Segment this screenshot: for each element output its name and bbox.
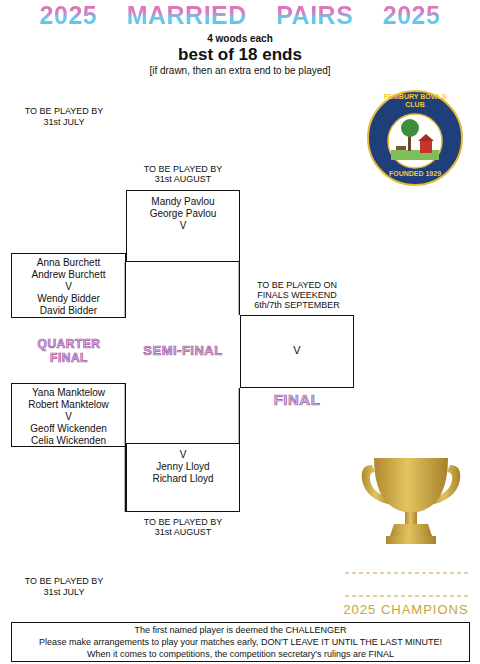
logo-name: PEMBURY BOWLS CLUB — [383, 93, 447, 109]
date-note: TO BE PLAYED BY 31st JULY — [22, 106, 106, 128]
quarter-final-box: Yana ManktelowRobert ManktelowVGeoff Wic… — [11, 383, 126, 447]
club-logo — [368, 91, 462, 185]
format-heading: best of 18 ends — [0, 45, 480, 64]
date-heading: TO BE PLAYED ON FINALS WEEKEND 6th/7th S… — [247, 280, 347, 310]
date-note: TO BE PLAYED BY 31st JULY — [22, 576, 106, 598]
rule-note: Please make arrangements to play your ma… — [12, 636, 469, 648]
format-rule: [if drawn, then an extra end to be playe… — [0, 65, 480, 77]
player-name: Anna Burchett — [12, 257, 125, 269]
versus-mark: V — [127, 449, 239, 461]
page-title: 2025 MARRIED PAIRS 2025 — [0, 1, 480, 29]
player-name: Jenny Lloyd — [127, 461, 239, 473]
bracket-line — [239, 262, 240, 315]
player-name: Robert Manktelow — [12, 399, 125, 411]
player-name: George Pavlou — [127, 208, 239, 220]
rule-note: The first named player is deemed the CHA… — [12, 624, 469, 636]
date-heading: TO BE PLAYED BY 31st AUGUST — [141, 164, 225, 184]
rule-note: When it comes to competitions, the compe… — [12, 648, 469, 660]
logo-founded: FOUNDED 1929 — [385, 170, 445, 178]
player-name: Andrew Burchett — [12, 269, 125, 281]
bracket-line — [239, 388, 240, 443]
trophy-cup — [362, 458, 461, 544]
semi-final-box: VJenny LloydRichard LloydTO BE PLAYED BY… — [126, 443, 240, 512]
player-name: Celia Wickenden — [12, 435, 125, 447]
player-name: Yana Manktelow — [12, 387, 125, 399]
player-name: Richard Lloyd — [127, 473, 239, 485]
versus-mark: V — [12, 281, 125, 293]
champions-dashes — [345, 573, 468, 596]
champions-caption: 2025 CHAMPIONS — [340, 602, 472, 618]
round-name: QUARTER FINAL — [30, 337, 108, 365]
player-name: Geoff Wickenden — [12, 423, 125, 435]
format-note: 4 woods each — [0, 33, 480, 45]
player-name: Wendy Bidder — [12, 293, 125, 305]
quarter-final-box: Anna BurchettAndrew BurchettVWendy Bidde… — [11, 253, 126, 318]
versus-mark: V — [12, 411, 125, 423]
round-name: FINAL — [240, 391, 354, 409]
versus-mark: V — [127, 220, 239, 232]
round-name: SEMI-FINAL — [128, 343, 238, 359]
player-name: David Bidder — [12, 305, 125, 317]
versus-mark: V — [241, 344, 353, 357]
date-heading: TO BE PLAYED BY 31st AUGUST — [141, 517, 225, 537]
player-name: Mandy Pavlou — [127, 196, 239, 208]
rules-box: The first named player is deemed the CHA… — [11, 622, 470, 662]
semi-final-box: TO BE PLAYED BY 31st AUGUSTMandy PavlouG… — [126, 190, 240, 262]
final-box: TO BE PLAYED ON FINALS WEEKEND 6th/7th S… — [240, 315, 354, 388]
